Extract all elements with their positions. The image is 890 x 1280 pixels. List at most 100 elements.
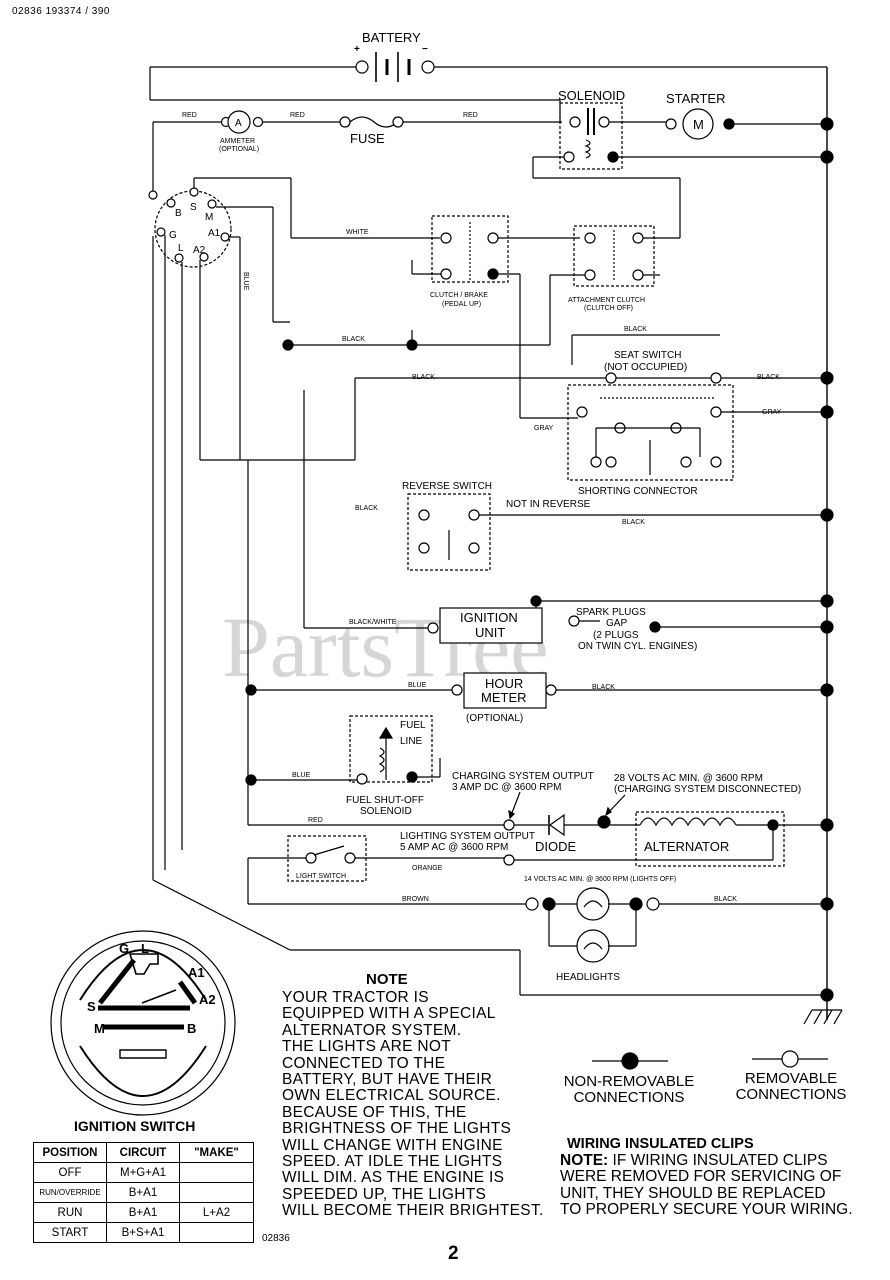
note-line: BATTERY, BUT HAVE THEIR bbox=[282, 1071, 493, 1089]
wire-label-black: BLACK bbox=[624, 326, 647, 333]
wire-label-black: BLACK bbox=[412, 374, 435, 381]
page-number: 2 bbox=[448, 1243, 459, 1264]
wire-label-red: RED bbox=[308, 817, 323, 824]
footer-code: 02836 bbox=[262, 1233, 290, 1244]
ignition-switch-face-icon bbox=[50, 930, 236, 1116]
wire-label-gray: GRAY bbox=[762, 409, 782, 416]
table-row: OFF M+G+A1 bbox=[33, 1162, 254, 1183]
note-line: WILL DIM. AS THE ENGINE IS bbox=[282, 1169, 505, 1187]
ignition-unit-label-2: UNIT bbox=[475, 625, 505, 640]
fuel-solenoid-label: FUEL SHUT-OFF bbox=[346, 795, 424, 806]
starter-label: STARTER bbox=[666, 91, 725, 106]
table-cell: L+A2 bbox=[179, 1202, 254, 1223]
starter-motor-icon bbox=[682, 108, 714, 140]
clips-line: UNIT, THEY SHOULD BE REPLACED bbox=[560, 1184, 826, 1202]
table-cell: OFF bbox=[33, 1162, 107, 1183]
note-line: WILL CHANGE WITH ENGINE bbox=[282, 1136, 503, 1154]
ign-terminal-a2: A2 bbox=[193, 245, 206, 256]
shorting-connector-label: SHORTING CONNECTOR bbox=[578, 486, 698, 497]
ignition-switch-title: IGNITION SWITCH bbox=[74, 1118, 196, 1134]
wire-label-blue: BLUE bbox=[292, 772, 311, 779]
clips-title: WIRING INSULATED CLIPS bbox=[567, 1136, 754, 1152]
wire-label-red: RED bbox=[290, 112, 305, 119]
alternator-label: ALTERNATOR bbox=[644, 839, 729, 854]
ignition-unit-label: IGNITION bbox=[460, 610, 518, 625]
fuse-label: FUSE bbox=[350, 131, 385, 146]
note-body: YOUR TRACTOR IS EQUIPPED WITH A SPECIAL … bbox=[282, 989, 562, 1220]
note-line: CONNECTED TO THE bbox=[282, 1054, 446, 1072]
wire-label-black: BLACK bbox=[592, 684, 615, 691]
ignition-switch-table: POSITION CIRCUIT "MAKE" OFF M+G+A1 RUN/O… bbox=[33, 1142, 254, 1243]
table-cell: B+A1 bbox=[106, 1202, 180, 1223]
ammeter-label: AMMETER bbox=[220, 138, 255, 145]
seat-switch bbox=[567, 384, 734, 481]
wire-label-blue: BLUE bbox=[408, 682, 427, 689]
table-cell: B+S+A1 bbox=[106, 1222, 180, 1243]
ammeter-optional: (OPTIONAL) bbox=[219, 146, 259, 153]
ign-terminal-b: B bbox=[175, 208, 182, 219]
hour-meter-label-2: METER bbox=[481, 690, 527, 705]
note-line: ALTERNATOR SYSTEM. bbox=[282, 1021, 462, 1039]
solenoid-icon bbox=[559, 102, 623, 170]
note-line: YOUR TRACTOR IS bbox=[282, 989, 429, 1006]
clips-note-label: NOTE: bbox=[560, 1151, 609, 1169]
table-header: CIRCUIT bbox=[106, 1142, 180, 1163]
alternator-coil-icon bbox=[639, 817, 737, 827]
ign-face-b: B bbox=[187, 1021, 196, 1036]
note-line: BRIGHTNESS OF THE LIGHTS bbox=[282, 1120, 512, 1138]
svg-text:+: + bbox=[354, 44, 360, 55]
removable-connection-icon bbox=[752, 1050, 828, 1068]
fuel-shutoff-solenoid bbox=[349, 715, 433, 783]
note-line: WILL BECOME THEIR BRIGHTEST. bbox=[282, 1202, 544, 1220]
table-cell: RUN bbox=[33, 1202, 107, 1223]
clips-line: IF WIRING INSULATED CLIPS bbox=[608, 1151, 828, 1169]
table-cell bbox=[179, 1222, 254, 1243]
attachment-clutch-state: (CLUTCH OFF) bbox=[584, 305, 633, 312]
table-cell bbox=[179, 1162, 254, 1183]
wire-label-black: BLACK bbox=[355, 505, 378, 512]
wire-label-black: BLACK bbox=[757, 374, 780, 381]
table-cell: M+G+A1 bbox=[106, 1162, 180, 1183]
ammeter-symbol: A bbox=[235, 118, 242, 129]
wire-label-gray: GRAY bbox=[534, 425, 554, 432]
ign-terminal-s: S bbox=[190, 202, 197, 213]
hour-meter-label: HOUR bbox=[485, 676, 523, 691]
ign-face-m: M bbox=[94, 1021, 105, 1036]
headlight-icon bbox=[576, 929, 610, 963]
note-line: SPEED. AT IDLE THE LIGHTS bbox=[282, 1153, 503, 1171]
ign-face-a2: A2 bbox=[199, 992, 216, 1007]
ammeter-icon bbox=[227, 110, 251, 134]
wire-label-red: RED bbox=[463, 112, 478, 119]
attachment-clutch-switch bbox=[573, 225, 655, 287]
note-line: OWN ELECTRICAL SOURCE. bbox=[282, 1087, 501, 1105]
table-cell bbox=[179, 1182, 254, 1203]
ign-face-s: S bbox=[87, 999, 96, 1014]
table-row: START B+S+A1 bbox=[33, 1222, 254, 1243]
wiring-clips-note: WIRING INSULATED CLIPS NOTE: IF WIRING I… bbox=[560, 1136, 890, 1219]
wire-label-black: BLACK bbox=[714, 896, 737, 903]
hour-meter-optional: (OPTIONAL) bbox=[466, 713, 523, 724]
attachment-clutch-label: ATTACHMENT CLUTCH bbox=[568, 297, 645, 304]
table-row: RUN/OVERRIDE B+A1 bbox=[33, 1182, 254, 1203]
wire-label-black: BLACK bbox=[342, 336, 365, 343]
note-line: SPEEDED UP, THE LIGHTS bbox=[282, 1185, 487, 1203]
ign-terminal-a1: A1 bbox=[208, 228, 221, 239]
lighting-output-rate: 5 AMP AC @ 3600 RPM bbox=[400, 842, 508, 853]
wire-label-black: BLACK bbox=[622, 519, 645, 526]
ground-icon bbox=[803, 1009, 843, 1025]
headlights-label: HEADLIGHTS bbox=[556, 972, 620, 983]
wire-label-blue: BLUE bbox=[242, 272, 249, 291]
non-removable-connection-icon bbox=[592, 1052, 668, 1070]
ign-face-l: L bbox=[141, 941, 149, 956]
wire-label-black-white: BLACK/WHITE bbox=[349, 619, 397, 626]
reverse-switch-label: REVERSE SWITCH bbox=[402, 481, 492, 492]
diode-icon bbox=[548, 813, 565, 837]
lights-off-label: 14 VOLTS AC MIN. @ 3600 RPM (LIGHTS OFF) bbox=[524, 876, 676, 883]
table-row: RUN B+A1 L+A2 bbox=[33, 1202, 254, 1223]
legend-non-removable: NON-REMOVABLE CONNECTIONS bbox=[563, 1073, 695, 1106]
clips-line: WERE REMOVED FOR SERVICING OF bbox=[560, 1168, 842, 1186]
table-cell: RUN/OVERRIDE bbox=[33, 1182, 107, 1203]
ac-min-state: (CHARGING SYSTEM DISCONNECTED) bbox=[614, 784, 801, 795]
wire-label-brown: BROWN bbox=[402, 896, 429, 903]
fuel-line-label: FUEL bbox=[400, 720, 426, 731]
